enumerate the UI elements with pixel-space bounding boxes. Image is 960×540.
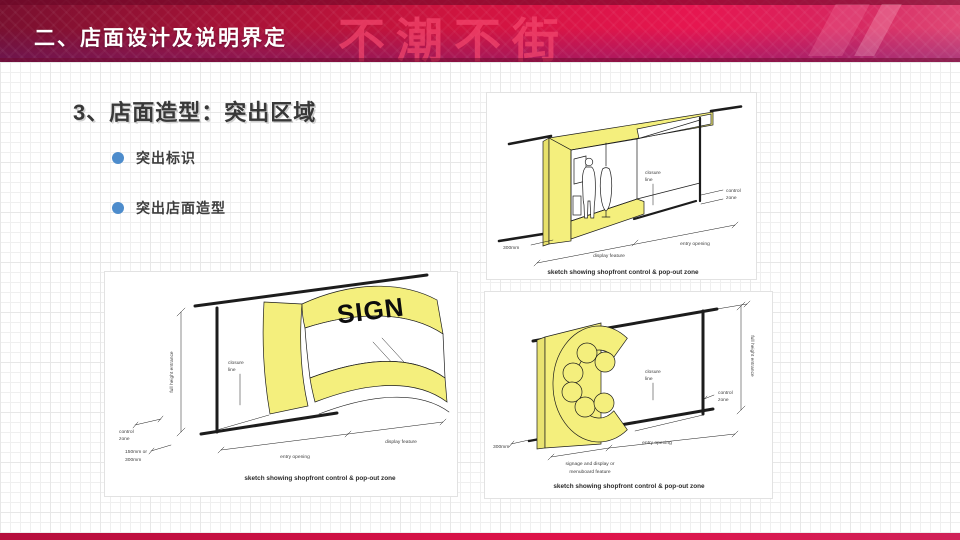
label-full-height-entrance: full height entrance	[749, 335, 755, 377]
label-control-zone: control	[718, 390, 733, 396]
page-title: 3、店面造型：突出区域	[73, 100, 317, 125]
label-dimension: 300mm	[125, 457, 141, 463]
sketch-caption: sketch showing shopfront control & pop-o…	[553, 483, 705, 490]
label-display-feature: display feature	[593, 253, 625, 259]
bullet-label: 突出店面造型	[136, 200, 226, 216]
label-display-feature: display feature	[385, 439, 417, 445]
label-dimension: 300mm	[503, 245, 519, 251]
slide-header: 不潮不街 二、店面设计及说明界定	[0, 0, 960, 67]
label-control-zone: control	[726, 188, 741, 194]
label-closure-line: closure	[645, 369, 661, 375]
label-closure-line: closure	[645, 170, 661, 176]
label-entry-opening: entry opening	[280, 454, 310, 460]
label-closure-line: line	[228, 367, 236, 373]
label-entry-opening: entry opening	[642, 440, 672, 446]
label-closure-line: closure	[228, 360, 244, 366]
shopfront-sketch-c: full height entrance closure line 300mm …	[493, 300, 755, 490]
label-signage-feature: menuboard feature	[569, 469, 611, 475]
label-full-height-entrance: full height entrance	[169, 351, 175, 393]
label-closure-line: line	[645, 177, 653, 183]
bullet-item: 突出店面造型	[112, 198, 226, 218]
sketch-panel-popout-display: closure line control zone 300mm display …	[486, 92, 757, 280]
header-watermark-text: 不潮不街	[338, 14, 570, 67]
sketch-panel-sign-popout: SIGN full height entrance closure line c…	[104, 271, 458, 497]
label-signage-feature: signage and display or	[566, 461, 615, 467]
label-entry-opening: entry opening	[680, 241, 710, 247]
sketch-caption: sketch showing shopfront control & pop-o…	[244, 475, 396, 482]
sketch-caption: sketch showing shopfront control & pop-o…	[547, 269, 699, 276]
bullet-dot-icon	[112, 152, 124, 164]
bullet-item: 突出标识	[112, 148, 196, 168]
label-control-zone: control	[119, 429, 134, 435]
label-closure-line: line	[645, 376, 653, 382]
label-control-zone: zone	[119, 437, 130, 442]
label-control-zone: zone	[718, 398, 729, 403]
slide-body: 3、店面造型：突出区域 突出标识 突出店面造型	[0, 62, 960, 533]
label-control-zone: zone	[726, 196, 737, 201]
sketch-panel-signage-popout: full height entrance closure line 300mm …	[484, 291, 773, 499]
section-title: 二、店面设计及说明界定	[34, 27, 287, 50]
label-dimension: 300mm	[493, 444, 509, 450]
shopfront-sketch-b: SIGN full height entrance closure line c…	[119, 273, 450, 482]
label-dimension: 150mm or	[125, 449, 147, 455]
bottom-accent-bar	[0, 533, 960, 540]
bullet-dot-icon	[112, 202, 124, 214]
bullet-label: 突出标识	[136, 150, 196, 166]
shopfront-sketch-a: closure line control zone 300mm display …	[497, 105, 743, 276]
